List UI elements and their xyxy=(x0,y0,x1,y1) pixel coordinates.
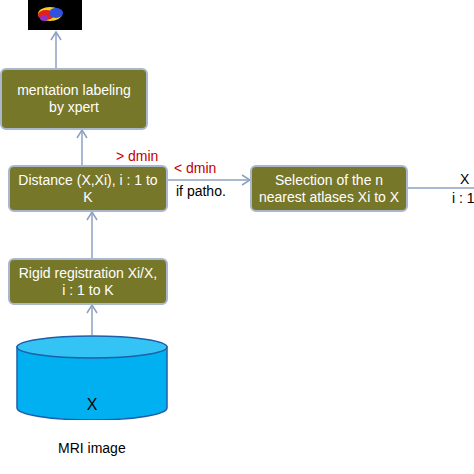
flow-arrow xyxy=(77,130,87,165)
free-label: i : 1 xyxy=(452,190,474,206)
node-text: Selection of the n nearest atlases Xi to… xyxy=(258,172,400,206)
process-box: Rigid registration Xi/X, i : 1 to K xyxy=(8,258,168,305)
continuation-line xyxy=(408,188,474,189)
node-text: X xyxy=(87,396,98,414)
brain-thumbnail xyxy=(28,0,82,30)
node-text: mentation labeling by xpert xyxy=(8,82,140,116)
free-label: X xyxy=(460,171,469,187)
edge-label: if patho. xyxy=(176,183,226,199)
node-text: Distance (X,Xi), i : 1 to K xyxy=(16,172,160,206)
free-label: < dmin xyxy=(174,160,216,176)
process-box: Distance (X,Xi), i : 1 to K xyxy=(8,165,168,212)
database-cylinder: X xyxy=(16,335,168,420)
flow-arrow xyxy=(87,212,97,258)
process-box: mentation labeling by xpert xyxy=(0,68,148,130)
process-box: Selection of the n nearest atlases Xi to… xyxy=(250,165,408,212)
output-arrow xyxy=(51,32,61,68)
edge-label: > dmin xyxy=(116,148,158,164)
flow-arrow xyxy=(87,305,97,335)
node-text: Rigid registration Xi/X, i : 1 to K xyxy=(16,265,160,299)
free-label: MRI image xyxy=(58,440,126,456)
